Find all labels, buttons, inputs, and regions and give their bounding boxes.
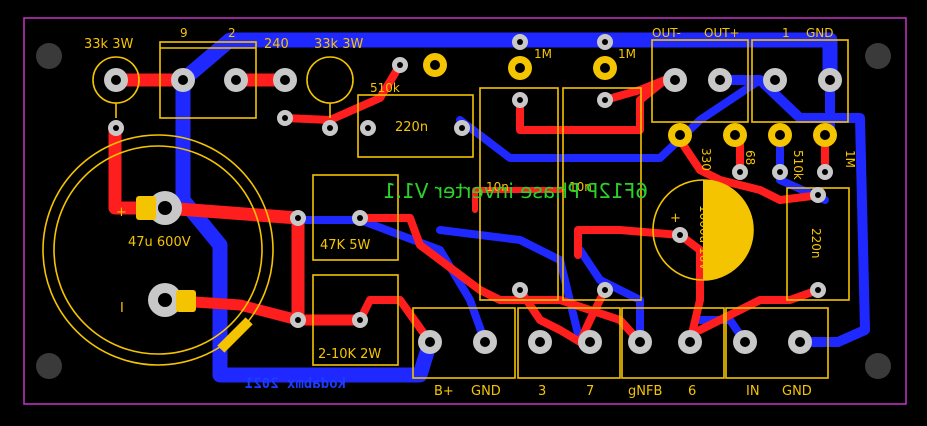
label-conn-b-plus: B+: [434, 384, 454, 399]
label-r-1m-a: 1M: [534, 47, 552, 61]
label-conn-gnd-2: GND: [782, 384, 812, 399]
label-heater-pin-b: 2: [228, 26, 236, 40]
label-r-1m-b: 1M: [618, 47, 636, 61]
label-cap-main-value: 47u 600V: [128, 235, 191, 250]
label-out-pin-b: OUT+: [704, 26, 740, 40]
label-heater-pin-a: 9: [180, 26, 188, 40]
label-conn-gnd-1: GND: [471, 384, 501, 399]
label-heater-side: 240: [264, 37, 289, 52]
label-out2-pin-a: 1: [782, 26, 790, 40]
label-c-10n-a: 10n: [486, 180, 509, 194]
label-r-33k-left: 33k 3W: [84, 37, 133, 52]
label-c-1000u-plus: +: [670, 211, 681, 226]
label-r-510k-top: 510k: [370, 81, 400, 95]
label-r-1m-side: 1M: [843, 150, 857, 168]
label-r-68: 68: [743, 150, 757, 165]
label-c-10n-b: 10n: [569, 180, 592, 194]
pads: [104, 34, 842, 354]
label-r-330: 330: [699, 148, 713, 171]
bottom-connector-labels: B+ GND 3 7 gNFB 6 IN GND: [434, 384, 812, 399]
label-r-510k-side: 510k: [791, 150, 805, 180]
label-conn-3: 3: [538, 384, 546, 399]
label-cap-main-minus: I: [120, 301, 124, 316]
label-c-220n-top: 220n: [395, 120, 428, 135]
board-title-mirrored: 6F12P Phase inverter V1.1: [383, 179, 648, 203]
cap-1000u-fill: [703, 180, 753, 280]
cap-main-stripe: [217, 317, 253, 353]
label-conn-6: 6: [688, 384, 696, 399]
board-outline: [23, 17, 907, 405]
label-conn-in: IN: [746, 384, 760, 399]
label-cap-main-plus: +: [116, 205, 127, 220]
label-c-220n-side: 220n: [809, 228, 823, 259]
label-conn-7: 7: [586, 384, 594, 399]
board-credit: kodabmx 2021: [245, 376, 346, 392]
label-r-2-10k: 2-10K 2W: [318, 347, 381, 362]
label-conn-gnfb: gNFB: [628, 384, 662, 399]
label-out-pin-a: OUT-: [652, 26, 681, 40]
label-r-33k-right: 33k 3W: [314, 37, 363, 52]
label-c-1000u: 1000u 16V: [697, 205, 711, 271]
label-out2-pin-b: GND: [806, 26, 834, 40]
label-r-47k: 47K 5W: [320, 238, 370, 253]
mounting-holes: [36, 43, 891, 379]
